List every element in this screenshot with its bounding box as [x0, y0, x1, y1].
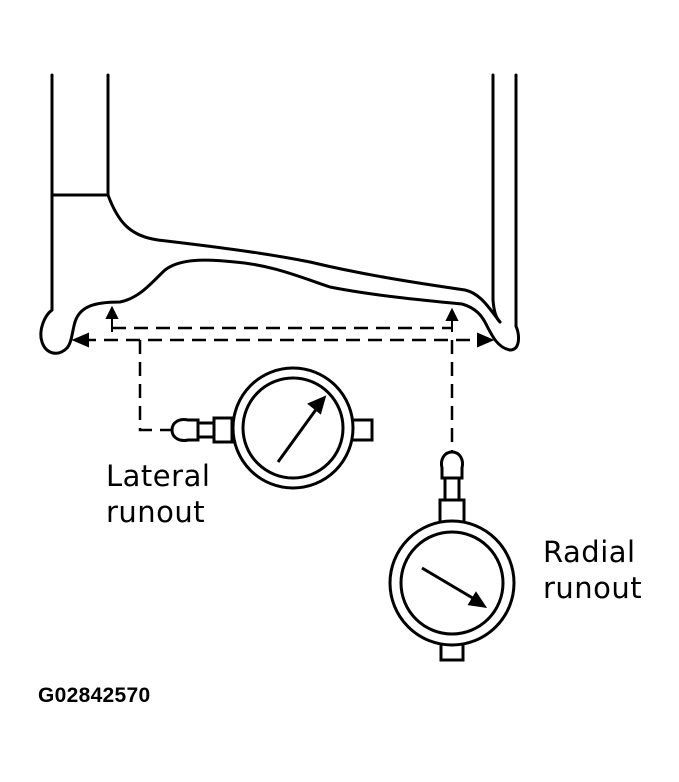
radial-dial-needle-head — [467, 591, 488, 608]
measurement-arrows — [71, 305, 495, 348]
rim-inner-profile — [73, 258, 488, 326]
figure-code: G02842570 — [38, 684, 151, 707]
lateral-runout-label-line1: Lateral — [106, 459, 211, 493]
lateral-runout-label: Lateral runout — [106, 458, 210, 530]
radial-probe-collar — [438, 498, 466, 524]
lateral-dial-needle — [276, 403, 322, 463]
radial-probe-stem — [443, 476, 461, 502]
lateral-probe-stem — [196, 421, 216, 439]
lateral-gauge-leader — [138, 340, 180, 432]
radial-runout-label-line1: Radial — [543, 535, 636, 569]
lateral-dial-indicator-icon — [170, 366, 374, 490]
rim-left-bead — [39, 308, 77, 355]
radial-probe-tip — [440, 450, 464, 480]
lateral-probe-collar — [212, 416, 234, 444]
lateral-arrow-left — [71, 332, 89, 348]
lateral-dial-inner — [241, 376, 345, 480]
radial-runout-label: Radial runout — [543, 534, 642, 606]
rim-outer-profile — [106, 193, 502, 324]
radial-dial-indicator-icon — [388, 450, 516, 662]
wheel-rim-section — [39, 73, 520, 355]
rim-right-inner-edge — [491, 73, 502, 324]
lateral-probe-tip — [170, 418, 200, 442]
rim-arrow-right-head — [445, 307, 459, 321]
radial-dial-needle — [421, 566, 477, 602]
rim-right-bead — [484, 322, 520, 352]
radial-dial-inner — [399, 530, 505, 636]
measurement-lines — [82, 326, 488, 455]
lateral-runout-label-line2: runout — [106, 495, 206, 529]
radial-runout-label-line2: runout — [543, 571, 643, 605]
rim-arrow-left-head — [105, 305, 119, 319]
lateral-arrow-right — [477, 332, 495, 348]
lateral-dial-needle-head — [307, 395, 327, 415]
